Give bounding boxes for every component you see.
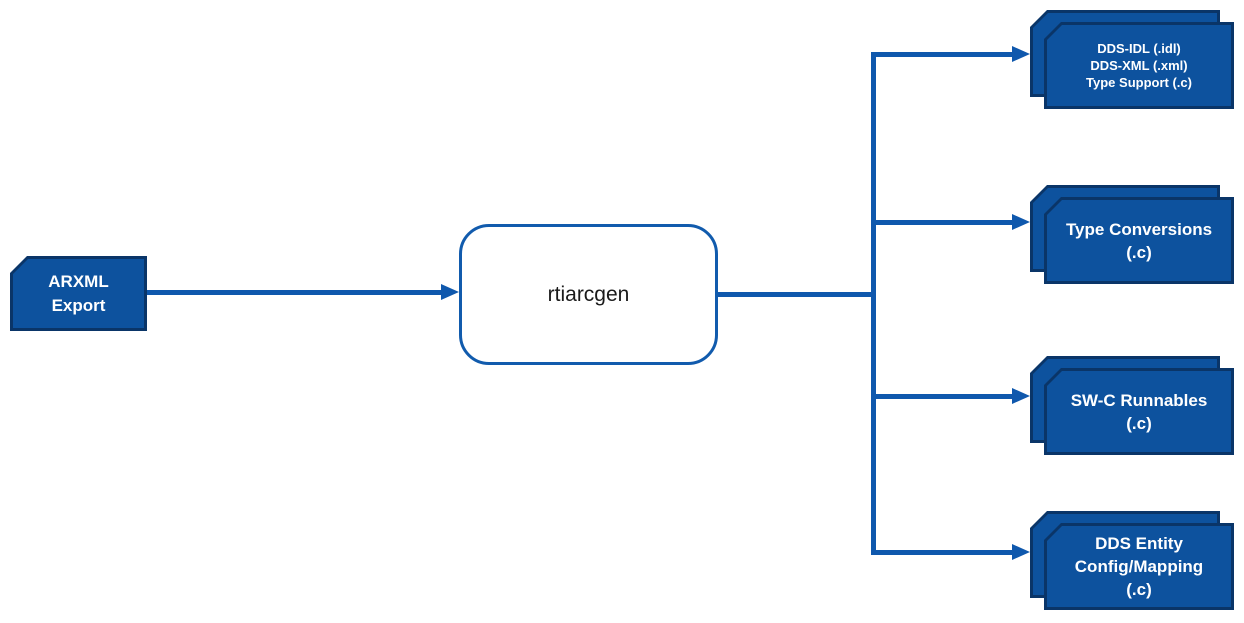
output-2-label: Type Conversions (.c) — [1066, 218, 1212, 264]
output-stack-dds-entity-config: DDS Entity Config/Mapping (.c) — [1030, 511, 1234, 611]
stack-front-card: DDS Entity Config/Mapping (.c) — [1044, 523, 1234, 610]
arrow-to-output-2-line — [871, 220, 1012, 225]
output-3-label: SW-C Runnables (.c) — [1071, 389, 1208, 435]
stack-front-card: SW-C Runnables (.c) — [1044, 368, 1234, 455]
label-line: DDS-XML (.xml) — [1090, 58, 1188, 73]
label-line: SW-C Runnables — [1070, 390, 1208, 410]
output-stack-type-conversions: Type Conversions (.c) — [1030, 185, 1234, 285]
label-line: (.c) — [1126, 413, 1152, 433]
connector-trunk — [871, 52, 876, 555]
label-line: (.c) — [1126, 242, 1152, 262]
arrow-to-output-3-line — [871, 394, 1012, 399]
arrow-to-output-2-head — [1012, 214, 1030, 230]
label-line: DDS Entity — [1095, 534, 1183, 553]
arrow-to-output-1-line — [871, 52, 1012, 57]
arrow-to-output-1-head — [1012, 46, 1030, 62]
connector-processor-out-line — [718, 292, 876, 297]
arrow-to-output-4-head — [1012, 544, 1030, 560]
label-line: Export — [51, 295, 106, 315]
arrow-input-to-processor-line — [147, 290, 441, 295]
arrow-input-to-processor-head — [441, 284, 459, 300]
label-line: ARXML — [48, 271, 109, 291]
label-line: Type Support (.c) — [1086, 75, 1192, 90]
stack-front-card: DDS-IDL (.idl) DDS-XML (.xml) Type Suppo… — [1044, 22, 1234, 109]
node-arxml-export: ARXML Export — [10, 256, 147, 331]
label-line: Type Conversions — [1065, 219, 1213, 239]
label-line: DDS-IDL (.idl) — [1097, 41, 1181, 56]
output-4-label: DDS Entity Config/Mapping (.c) — [1075, 532, 1203, 601]
node-rtiarcgen: rtiarcgen — [459, 224, 718, 365]
node-arxml-export-label: ARXML Export — [48, 270, 108, 318]
output-stack-swc-runnables: SW-C Runnables (.c) — [1030, 356, 1234, 456]
output-1-label: DDS-IDL (.idl) DDS-XML (.xml) Type Suppo… — [1086, 40, 1192, 91]
arrow-to-output-3-head — [1012, 388, 1030, 404]
arrow-to-output-4-line — [871, 550, 1012, 555]
stack-front-card: Type Conversions (.c) — [1044, 197, 1234, 284]
label-line: (.c) — [1126, 580, 1152, 599]
node-rtiarcgen-label: rtiarcgen — [547, 282, 630, 306]
output-stack-dds-type-files: DDS-IDL (.idl) DDS-XML (.xml) Type Suppo… — [1030, 10, 1234, 110]
node-arxml-export-face: ARXML Export — [13, 259, 144, 328]
label-line: Config/Mapping — [1074, 557, 1204, 576]
